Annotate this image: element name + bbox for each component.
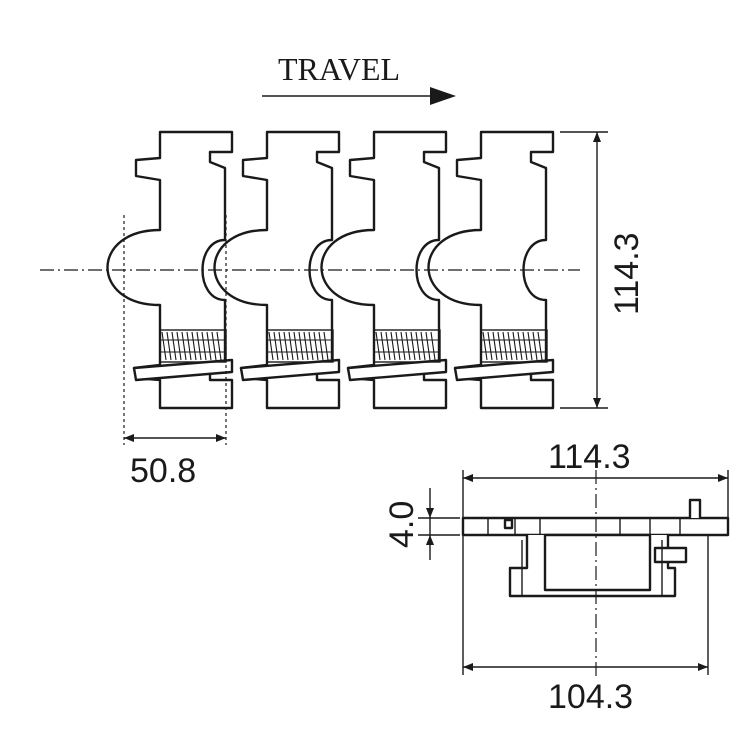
- thickness-dimension: 4.0: [383, 488, 460, 560]
- thickness-value: 4.0: [383, 501, 421, 548]
- top-width-dimension: 114.3: [462, 438, 729, 518]
- length-value: 114.3: [608, 232, 646, 315]
- pitch-dimension: 50.8: [123, 215, 227, 490]
- pitch-value: 50.8: [130, 452, 196, 490]
- bottom-width-value: 104.3: [548, 678, 633, 716]
- travel-label: TRAVEL: [278, 51, 400, 87]
- bottom-width-dimension: 104.3: [462, 535, 709, 716]
- top-width-value: 114.3: [548, 438, 631, 476]
- travel-indicator: TRAVEL: [262, 51, 456, 105]
- travel-arrowhead-icon: [430, 87, 456, 105]
- length-dimension: 114.3: [560, 131, 646, 409]
- side-view: [461, 470, 730, 680]
